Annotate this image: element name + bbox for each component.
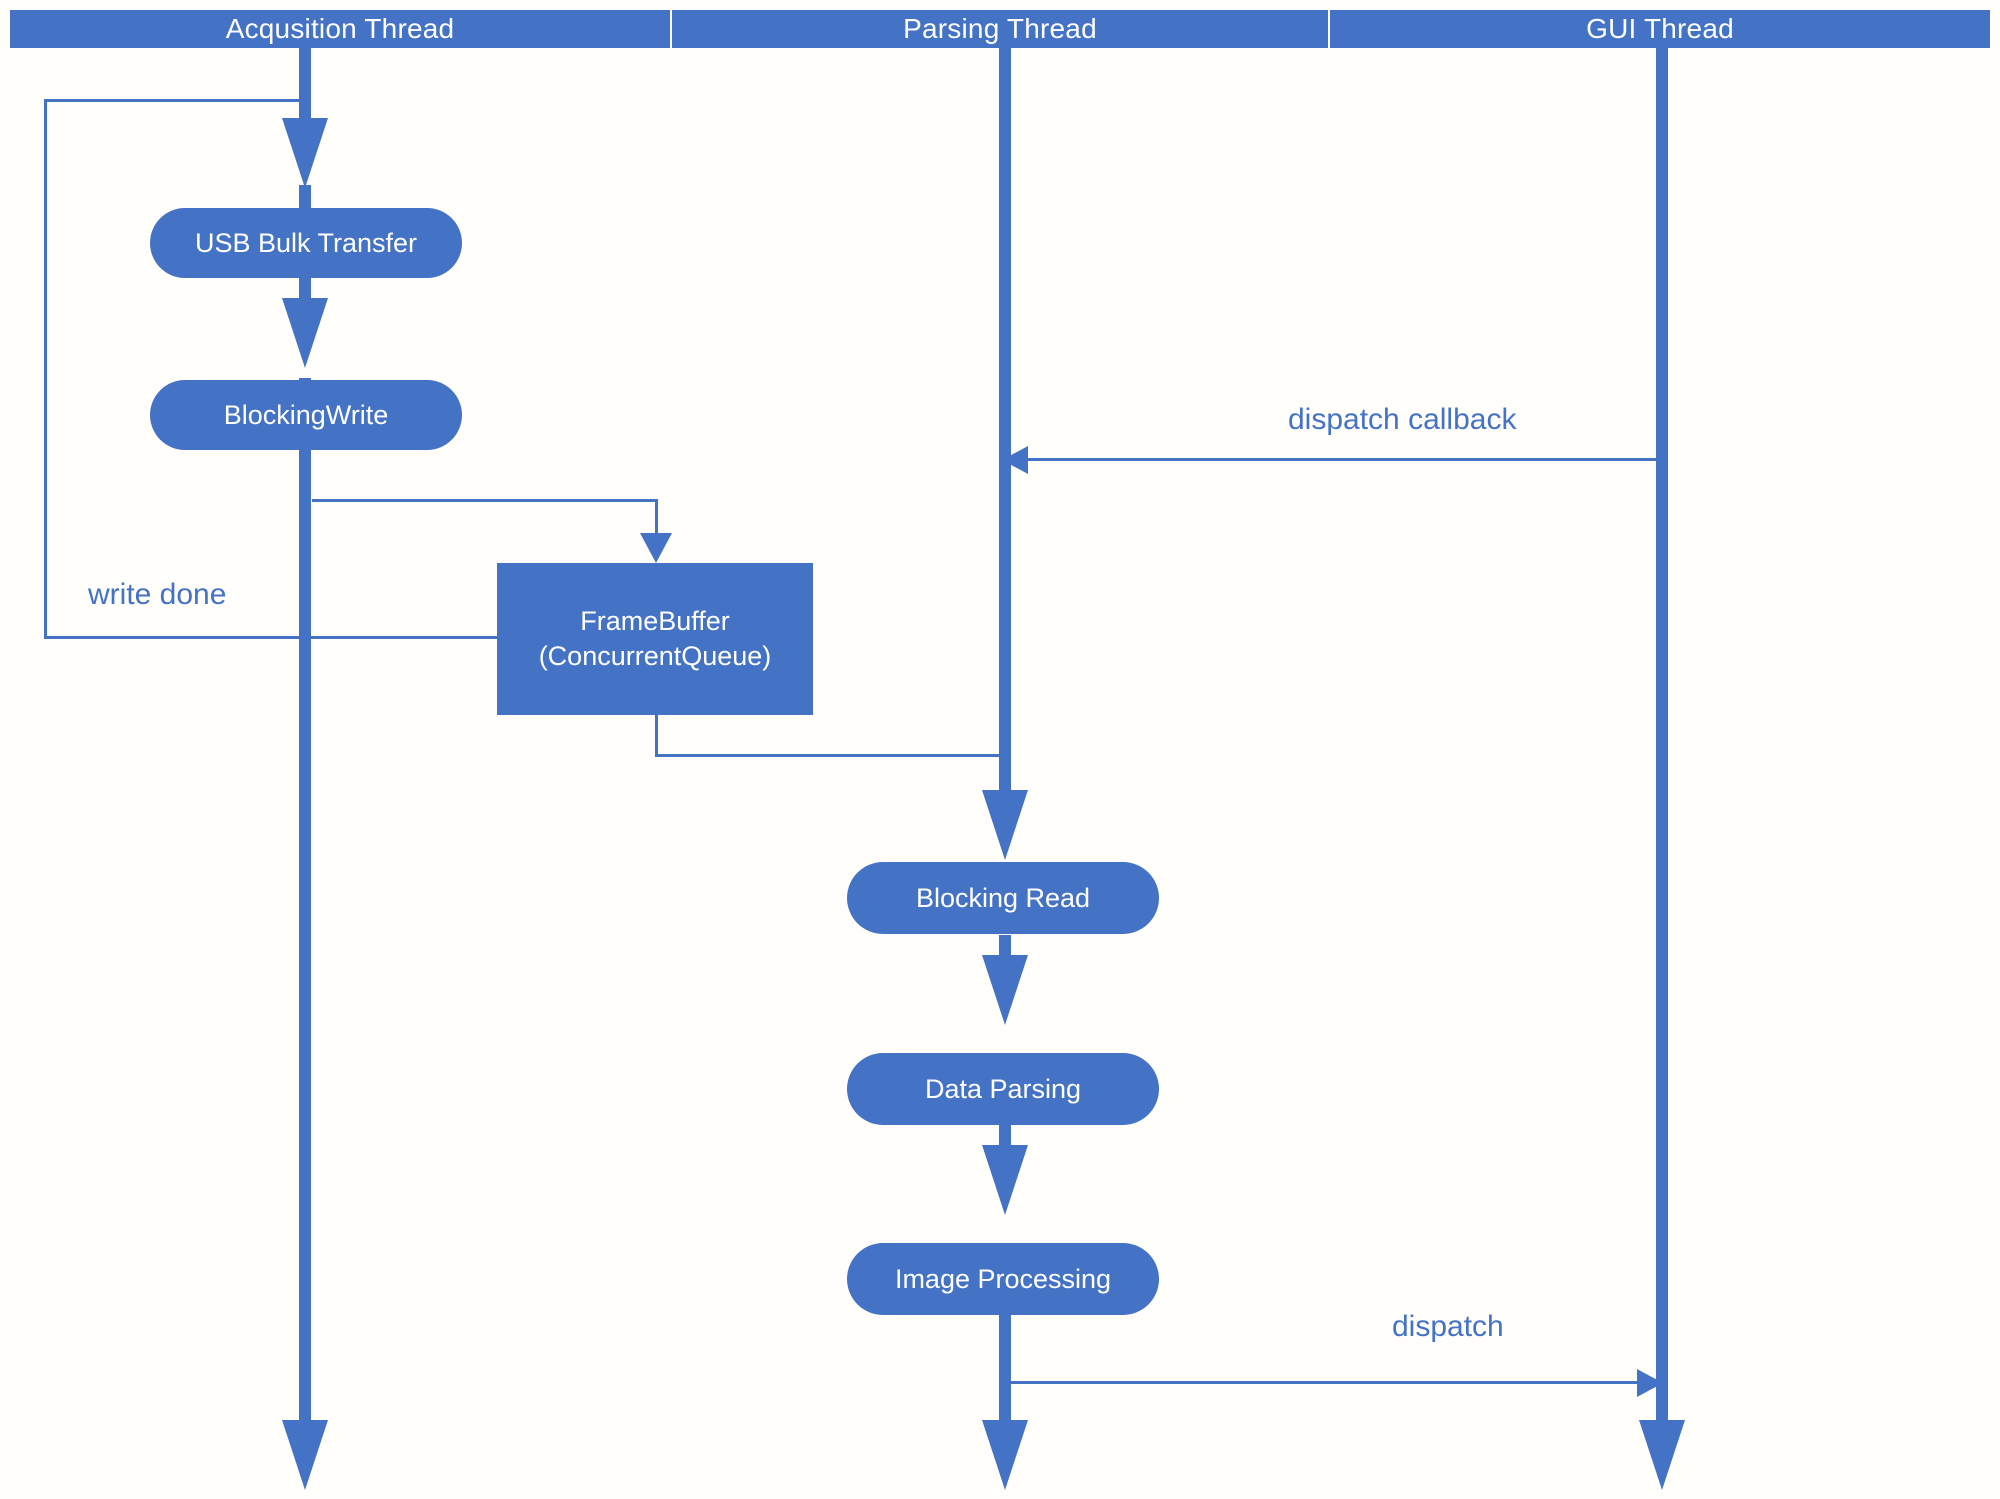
lane-header-gui-thread: GUI Thread [1330, 10, 1990, 48]
node-label-line2: (ConcurrentQueue) [538, 641, 772, 671]
lifeline-acquisition-segment-bottom [299, 378, 311, 1420]
node-data-parsing[interactable]: Data Parsing [847, 1053, 1159, 1125]
edge-write-done-bottom-segment [44, 636, 500, 639]
edge-dispatch-arrowhead [1637, 1369, 1663, 1397]
edge-dispatch-callback-line [1023, 458, 1660, 461]
edge-write-to-buffer-arrowhead [640, 533, 672, 563]
node-label: BlockingWrite [223, 399, 389, 430]
lane-header-parsing-thread: Parsing Thread [672, 10, 1330, 48]
edge-write-done-top-segment [44, 99, 302, 102]
lane-header-label: Parsing Thread [903, 13, 1097, 44]
node-label: USB Bulk Transfer [194, 227, 418, 258]
lane-header-acquisition-thread: Acqusition Thread [10, 10, 672, 48]
lifeline-parsing-arrowhead-bottom [982, 1420, 1028, 1490]
edge-write-done-left-segment [44, 99, 47, 639]
lifeline-parsing-arrowhead-to-read [982, 790, 1028, 860]
edge-label-dispatch: dispatch [1392, 1310, 1504, 1343]
node-usb-bulk-transfer[interactable]: USB Bulk Transfer [150, 208, 462, 278]
node-frame-buffer[interactable]: FrameBuffer (ConcurrentQueue) [497, 563, 813, 715]
edge-write-to-buffer-vertical [655, 499, 658, 537]
lifeline-gui-arrowhead-bottom [1639, 1420, 1685, 1490]
lifeline-gui-segment [1656, 48, 1668, 1420]
edge-dispatch-line [1005, 1381, 1643, 1384]
node-label-line1: FrameBuffer [580, 605, 730, 636]
edge-buffer-to-parsing-vertical [655, 715, 658, 757]
node-image-processing[interactable]: Image Processing [847, 1243, 1159, 1315]
lifeline-parsing-segment-top [999, 48, 1011, 808]
lifeline-parsing-arrowhead-to-parse [982, 955, 1028, 1025]
lifeline-acquisition-arrowhead-top [282, 118, 328, 188]
lifeline-parsing-segment-bottom [999, 1315, 1011, 1420]
node-blocking-write[interactable]: BlockingWrite [150, 380, 462, 450]
node-label: Data Parsing [924, 1073, 1082, 1104]
lifeline-parsing-arrowhead-to-image [982, 1145, 1028, 1215]
edge-buffer-to-parsing-horizontal [655, 754, 1005, 757]
edge-dispatch-callback-arrowhead [1002, 446, 1028, 474]
edge-label-dispatch-callback: dispatch callback [1288, 403, 1517, 436]
node-label: Image Processing [894, 1263, 1112, 1294]
lane-header-label: GUI Thread [1586, 13, 1734, 44]
edge-label-write-done: write done [88, 578, 227, 611]
lifeline-acquisition-segment-top [299, 48, 311, 136]
edge-write-to-buffer-horizontal [312, 499, 658, 502]
node-label: Blocking Read [915, 882, 1091, 913]
lane-header-label: Acqusition Thread [225, 13, 455, 44]
lifeline-acquisition-arrowhead-bottom [282, 1420, 328, 1490]
node-blocking-read[interactable]: Blocking Read [847, 862, 1159, 934]
lifeline-acquisition-arrowhead-to-write [282, 298, 328, 368]
lifeline-acquisition-segment-to-usb [299, 185, 311, 213]
